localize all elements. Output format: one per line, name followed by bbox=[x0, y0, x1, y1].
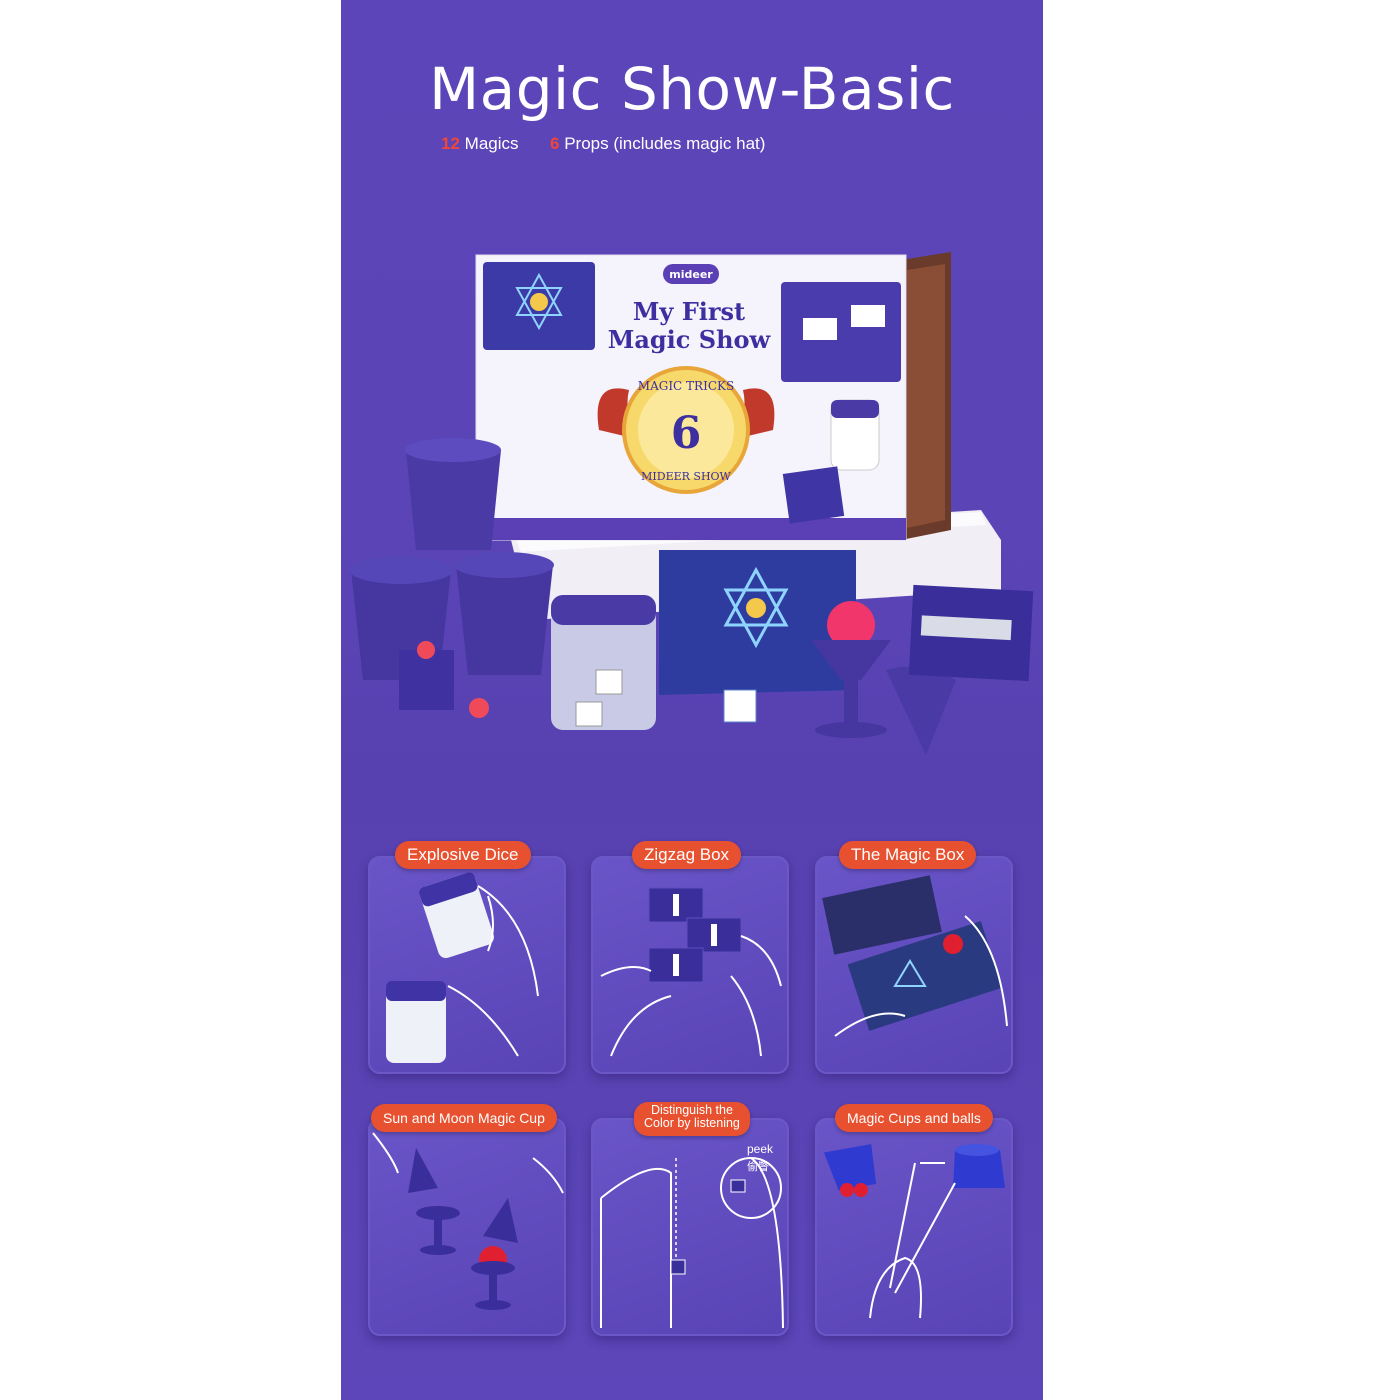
stats-line: 12 Magics 6 Props (includes magic hat) bbox=[441, 134, 765, 154]
peek-annotation: peek bbox=[747, 1142, 774, 1156]
trick-card-magic-box bbox=[815, 856, 1013, 1074]
brand-text: mideer bbox=[669, 268, 713, 281]
trick-card-explosive-dice bbox=[368, 856, 566, 1074]
page-title: Magic Show-Basic bbox=[429, 55, 955, 123]
trick-card-cups-balls bbox=[815, 1118, 1013, 1336]
tag-sun-moon-cup: Sun and Moon Magic Cup bbox=[371, 1104, 557, 1132]
magics-count: 12 bbox=[441, 134, 460, 153]
magic-box-card bbox=[659, 550, 856, 695]
badge-bottom-text: MIDEER SHOW bbox=[641, 470, 731, 483]
trick-card-color-listening: peek 偷瞥 bbox=[591, 1118, 789, 1336]
box-title-line1: My First bbox=[633, 297, 745, 326]
trick-card-zigzag-box bbox=[591, 856, 789, 1074]
tag-magic-box: The Magic Box bbox=[839, 841, 977, 869]
box-title-line2: Magic Show bbox=[608, 325, 772, 354]
tag-explosive-dice: Explosive Dice bbox=[395, 841, 531, 869]
tag-color-listening: Distinguish the Color by listening bbox=[634, 1102, 750, 1136]
small-magic-box bbox=[399, 650, 454, 710]
cone-prop bbox=[886, 666, 956, 755]
props-label: Props (includes magic hat) bbox=[564, 134, 766, 153]
goblet-ball bbox=[827, 601, 875, 649]
peek-annotation-zh: 偷瞥 bbox=[747, 1160, 769, 1173]
props-count: 6 bbox=[549, 134, 560, 153]
product-image: mideer My First Magic Show MAGIC TRICKS … bbox=[349, 252, 1034, 755]
cup-top bbox=[406, 450, 501, 550]
dice-cylinder bbox=[551, 595, 656, 730]
tag-color-listening-line1: Distinguish the bbox=[650, 1103, 733, 1117]
brand-badge bbox=[663, 264, 719, 284]
tag-cups-balls: Magic Cups and balls bbox=[835, 1104, 993, 1132]
badge-top-text: MAGIC TRICKS bbox=[638, 379, 734, 393]
magics-label: Magics bbox=[464, 134, 519, 153]
tag-color-listening-line2: Color by listening bbox=[644, 1116, 740, 1130]
badge-number: 6 bbox=[671, 408, 702, 459]
trick-card-sun-moon-cup bbox=[368, 1118, 566, 1336]
cup-right bbox=[456, 565, 553, 675]
product-panel: Magic Show-Basic 12 Magics 6 Props (incl… bbox=[341, 0, 1043, 1400]
tag-zigzag-box: Zigzag Box bbox=[632, 841, 742, 869]
